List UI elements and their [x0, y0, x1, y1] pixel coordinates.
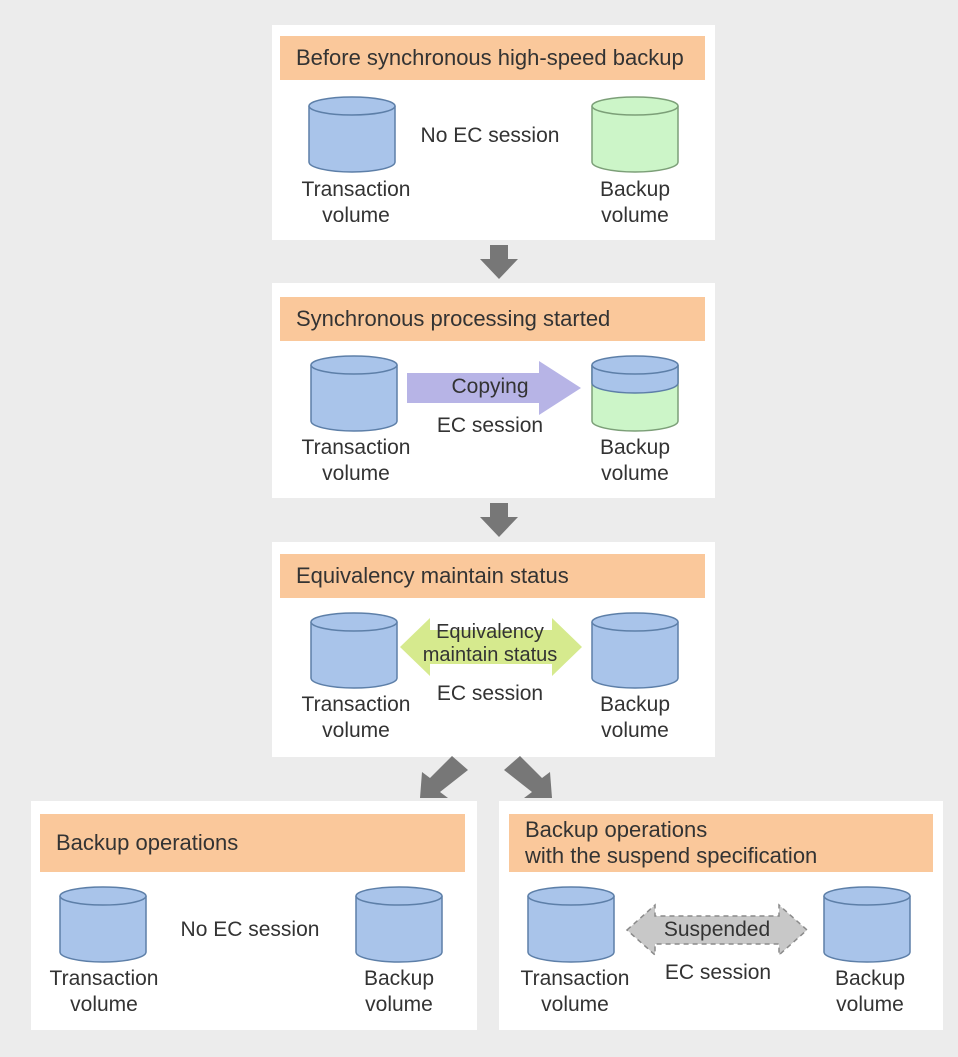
stage-title: Synchronous processing started: [296, 306, 611, 331]
copying-label: Copying: [451, 375, 529, 398]
ec-session-status: EC session: [664, 961, 772, 984]
backup-volume-cylinder: [591, 612, 679, 689]
transaction-volume-label: Transaction volume: [301, 436, 411, 485]
ec-session-status: EC session: [436, 682, 544, 705]
stage-title-bar: Equivalency maintain status: [280, 554, 705, 598]
suspended-label: Suspended: [663, 918, 771, 941]
backup-volume-label: Backup volume: [599, 693, 671, 742]
stage-title-bar: Backup operations: [40, 814, 465, 872]
stage-title: Equivalency maintain status: [296, 563, 569, 588]
backup-volume-label: Backup volume: [599, 436, 671, 485]
stage-title: Before synchronous high-speed backup: [296, 45, 684, 70]
backup-volume-label: Backup volume: [363, 967, 435, 1016]
transaction-volume-cylinder: [310, 612, 398, 689]
down-right-arrow-icon: [504, 756, 552, 798]
down-arrow-icon: [480, 245, 518, 279]
stage-title-bar: Backup operations with the suspend speci…: [509, 814, 933, 872]
copying-arrow-icon: [407, 361, 581, 415]
transaction-volume-cylinder: [308, 96, 396, 173]
ec-session-status: EC session: [436, 414, 544, 437]
transaction-volume-cylinder: [59, 886, 147, 963]
suspended-double-arrow-icon: [625, 903, 809, 957]
backup-volume-cylinder: [591, 96, 679, 173]
ec-session-status: No EC session: [180, 918, 320, 941]
backup-volume-label: Backup volume: [834, 967, 906, 1016]
equivalency-double-arrow-icon: [400, 618, 582, 676]
backup-volume-copying-cylinder: [591, 355, 679, 432]
transaction-volume-cylinder: [527, 886, 615, 963]
transaction-volume-label: Transaction volume: [520, 967, 630, 1016]
transaction-volume-label: Transaction volume: [49, 967, 159, 1016]
backup-volume-cylinder: [355, 886, 443, 963]
stage-title-bar: Before synchronous high-speed backup: [280, 36, 705, 80]
down-arrow-icon: [480, 503, 518, 537]
backup-volume-cylinder: [823, 886, 911, 963]
equivalency-label: Equivalency maintain status: [422, 621, 558, 666]
stage-title: Backup operations with the suspend speci…: [525, 817, 818, 868]
stage-title-bar: Synchronous processing started: [280, 297, 705, 341]
transaction-volume-cylinder: [310, 355, 398, 432]
transaction-volume-label: Transaction volume: [301, 178, 411, 227]
backup-volume-label: Backup volume: [599, 178, 671, 227]
down-left-arrow-icon: [420, 756, 468, 798]
ec-session-status: No EC session: [420, 124, 560, 147]
stage-title: Backup operations: [56, 830, 239, 855]
transaction-volume-label: Transaction volume: [301, 693, 411, 742]
